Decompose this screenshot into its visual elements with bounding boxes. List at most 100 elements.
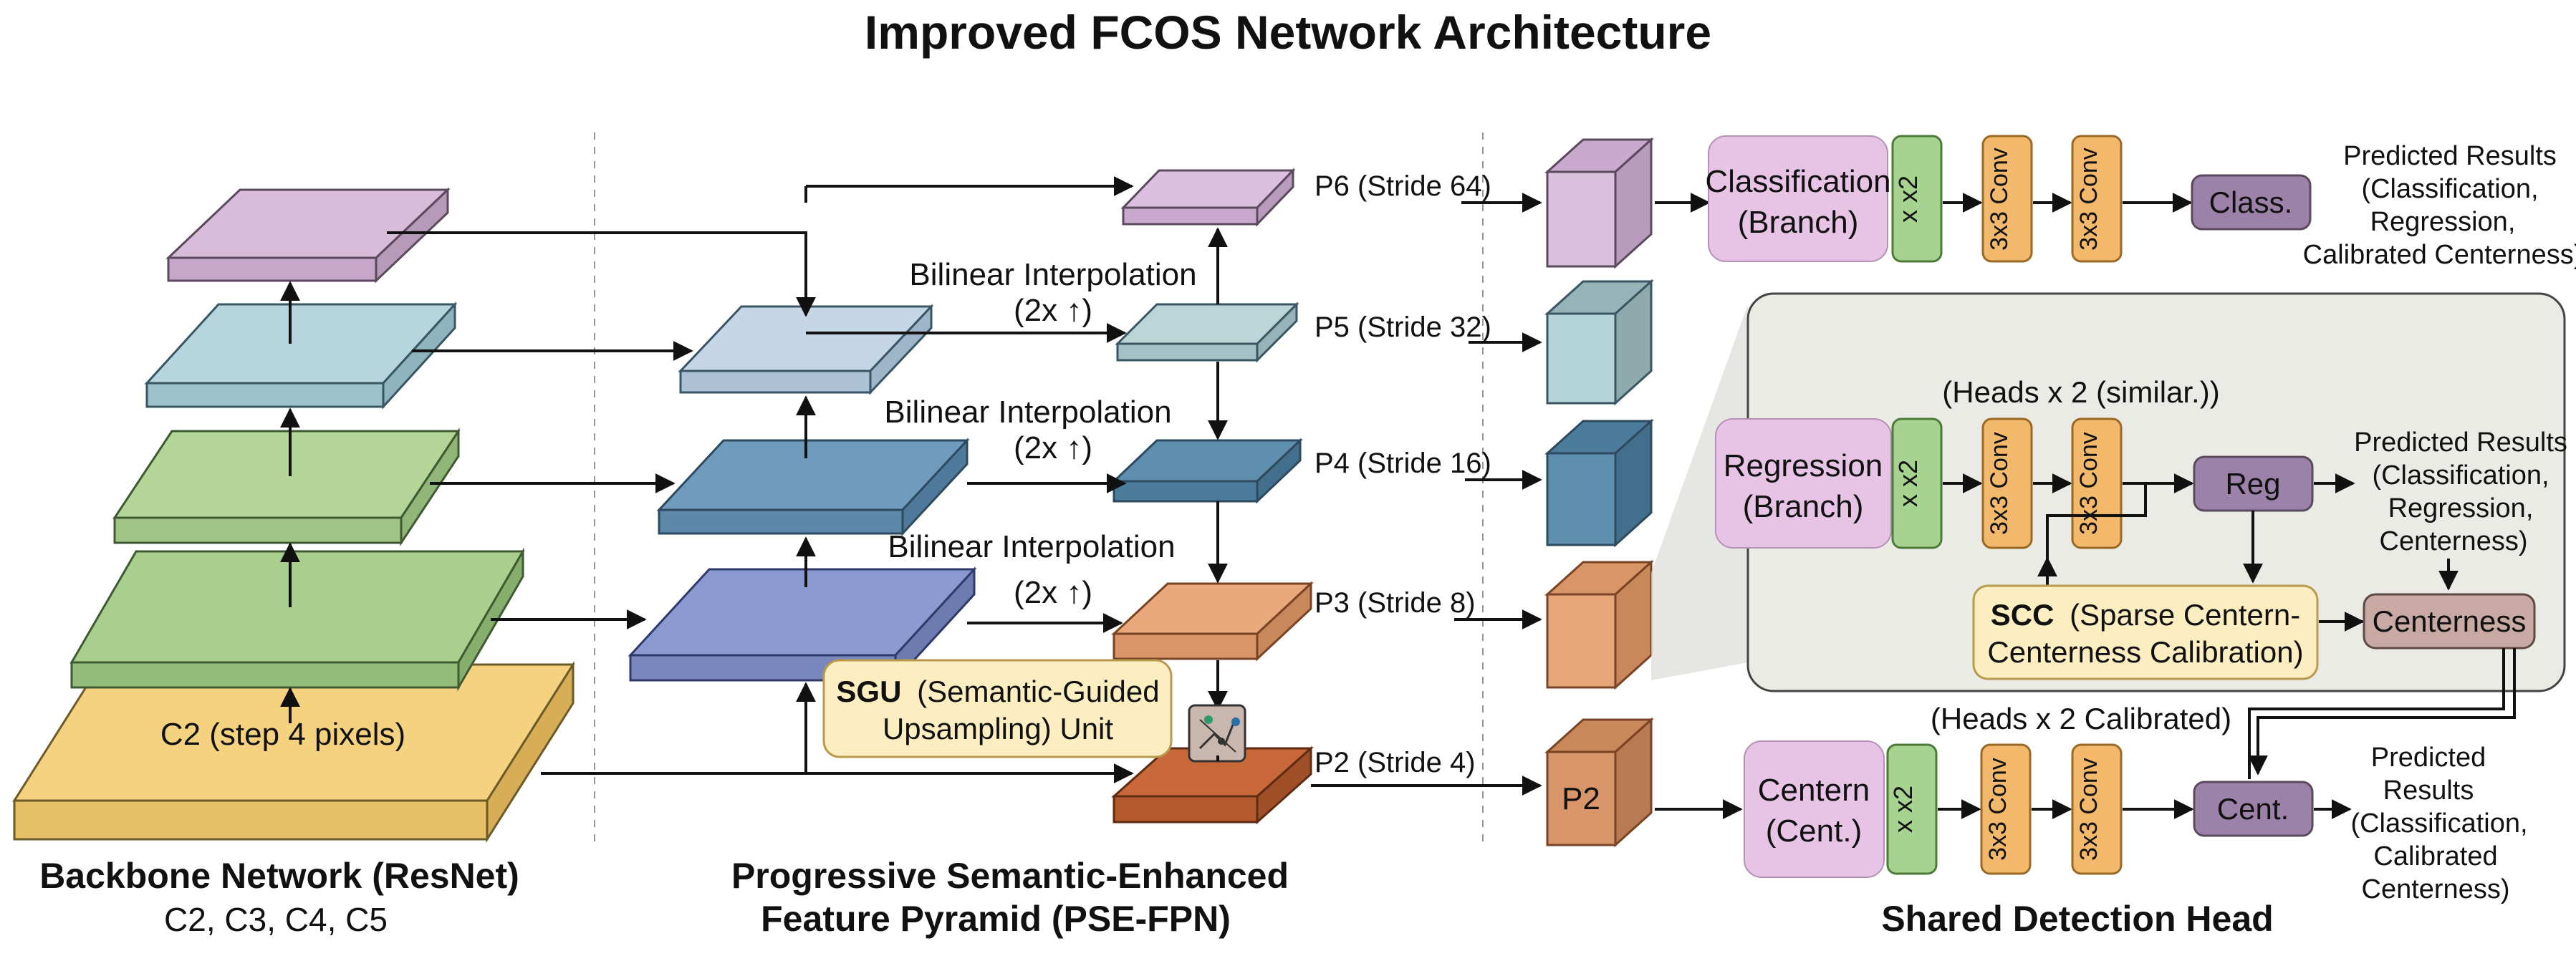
svg-text:3x3 Conv: 3x3 Conv [2075,758,2102,861]
p4-label: P4 (Stride 16) [1315,448,1491,479]
svg-text:SCC (Sparse Centern-: SCC (Sparse Centern- [1991,598,2301,632]
sgu-line2: Upsampling) Unit [883,712,1113,745]
reg-heads-label: (Heads x 2 (similar.)) [1942,375,2219,409]
cls-x2-box: x x2 [1891,135,1943,263]
interp-label-1: Bilinear Interpolation [909,257,1196,292]
svg-text:Calibrated Centerness): Calibrated Centerness) [2303,240,2576,270]
head-title: Shared Detection Head [1881,899,2273,939]
svg-text:Regression: Regression [1724,448,1883,483]
svg-text:Predicted: Predicted [2371,743,2486,773]
cls-output-box: Class. [2191,174,2312,231]
cent-result-text: Predicted Results (Classification, Calib… [2350,743,2527,904]
svg-text:Cent.: Cent. [2217,792,2289,826]
svg-text:(Classification,: (Classification, [2350,808,2527,839]
sgu-unit: SGU (Semantic-Guided Upsampling) Unit [822,659,1173,758]
svg-text:3x3 Conv: 3x3 Conv [2075,432,2102,535]
svg-text:Classification: Classification [1705,164,1890,199]
head-cube-p5 [1544,279,1654,406]
svg-text:Regression,: Regression, [2370,207,2516,237]
svg-text:Predicted Results: Predicted Results [2343,141,2557,171]
svg-text:(Cent.): (Cent.) [1766,813,1862,849]
centerness-box: Centerness [2363,593,2536,650]
svg-text:3x3 Conv: 3x3 Conv [1984,758,2012,861]
backbone-subtitle: C2, C3, C4, C5 [164,901,388,938]
reg-conv-2: 3x3 Conv [2071,417,2123,549]
svg-text:Calibrated: Calibrated [2373,841,2497,871]
fpn-lateral-mid [656,438,970,536]
reg-result-text: Predicted Results (Classification, Regre… [2354,428,2567,556]
backbone-title: Backbone Network (ResNet) [39,856,519,896]
reg-conv-1: 3x3 Conv [1981,417,2033,549]
svg-text:Centerness: Centerness [2373,604,2527,638]
fpn-lateral-top [678,304,934,395]
sgu-rest: (Semantic-Guided [917,675,1159,708]
c2-label: C2 (step 4 pixels) [160,717,405,752]
reg-x2-box: x x2 [1891,417,1943,549]
p5-layer [1115,301,1299,363]
interp-label-2: Bilinear Interpolation [884,395,1171,430]
cent-conv-2: 3x3 Conv [2071,743,2123,875]
sgu-icon [1188,704,1246,763]
page-title: Improved FCOS Network Architecture [865,6,1711,59]
cent-output-box: Cent. [2193,781,2314,837]
p2-layer [1111,745,1314,825]
sgu-bold: SGU [836,675,901,708]
svg-text:(Branch): (Branch) [1743,489,1864,524]
head-cube-p6 [1544,137,1654,269]
interp-suffix-2: (2x ↑) [1014,430,1092,465]
p6-label: P6 (Stride 64) [1315,170,1491,202]
svg-text:(Branch): (Branch) [1738,205,1859,240]
p2-label: P2 (Stride 4) [1315,747,1476,778]
backbone-c5-layer [144,301,458,410]
svg-text:x x2: x x2 [1893,175,1923,223]
cls-conv-1: 3x3 Conv [1981,135,2033,263]
cent-conv-1: 3x3 Conv [1980,743,2032,875]
interp-suffix-1: (2x ↑) [1014,293,1092,328]
svg-text:Class.: Class. [2209,185,2293,219]
scc-box: SCC (Sparse Centern- Centerness Calibrat… [1972,584,2319,680]
cent-x2-box: x x2 [1886,743,1938,875]
p3-layer [1111,581,1314,662]
line-centerness-down-1 [2248,648,2505,779]
p5-label: P5 (Stride 32) [1315,312,1491,343]
svg-text:Centerness): Centerness) [2380,526,2528,556]
backbone-c4-layer [112,428,461,546]
svg-text:Regression,: Regression, [2388,493,2534,523]
backbone-c3-layer [69,547,525,692]
p4-layer [1111,438,1303,504]
svg-text:Centerness): Centerness) [2362,874,2510,904]
p3-label: P3 (Stride 8) [1315,587,1476,619]
svg-text:3x3 Conv: 3x3 Conv [1986,148,2013,251]
cent-heads-label: (Heads x 2 Calibrated) [1931,702,2231,735]
p2-box-label: P2 [1562,781,1600,816]
zoom-wedge [1651,304,1748,680]
svg-text:Results: Results [2383,776,2474,806]
cls-conv-2: 3x3 Conv [2071,135,2123,263]
svg-text:SGU (Semantic-Guided: SGU (Semantic-Guided [836,675,1159,708]
head-cube-p3 [1544,559,1654,690]
interp-label-3: Bilinear Interpolation [888,529,1175,564]
svg-text:3x3 Conv: 3x3 Conv [1986,432,2013,535]
cls-branch-box: Classification (Branch) [1705,135,1891,262]
svg-text:3x3 Conv: 3x3 Conv [2075,148,2102,251]
scc-rest: (Sparse Centern- [2070,598,2300,632]
head-cube-p4 [1544,418,1654,548]
cent-branch-box: Centern (Cent.) [1744,740,1885,878]
scc-line2: Centerness Calibration) [1987,635,2303,669]
svg-text:(Classification,: (Classification, [2361,174,2538,204]
reg-branch-box: Regression (Branch) [1715,418,1892,549]
cls-result-text: Predicted Results (Classification, Regre… [2303,141,2576,270]
head-cube-p2: P2 [1544,717,1654,848]
svg-text:x x2: x x2 [1888,786,1918,833]
svg-text:x x2: x x2 [1893,460,1923,507]
reg-output-box: Reg [2193,455,2314,512]
p6-layer [1120,168,1296,227]
backbone-c2-layer: C2 (step 4 pixels) [12,660,575,844]
line-centerness-down-2 [2248,648,2516,776]
fpn-title-1: Progressive Semantic-Enhanced [731,856,1289,896]
interp-suffix-3: (2x ↑) [1014,575,1092,610]
svg-text:Predicted Results: Predicted Results [2354,428,2567,458]
svg-text:(Classification,: (Classification, [2372,460,2549,491]
svg-text:Reg: Reg [2225,467,2280,501]
